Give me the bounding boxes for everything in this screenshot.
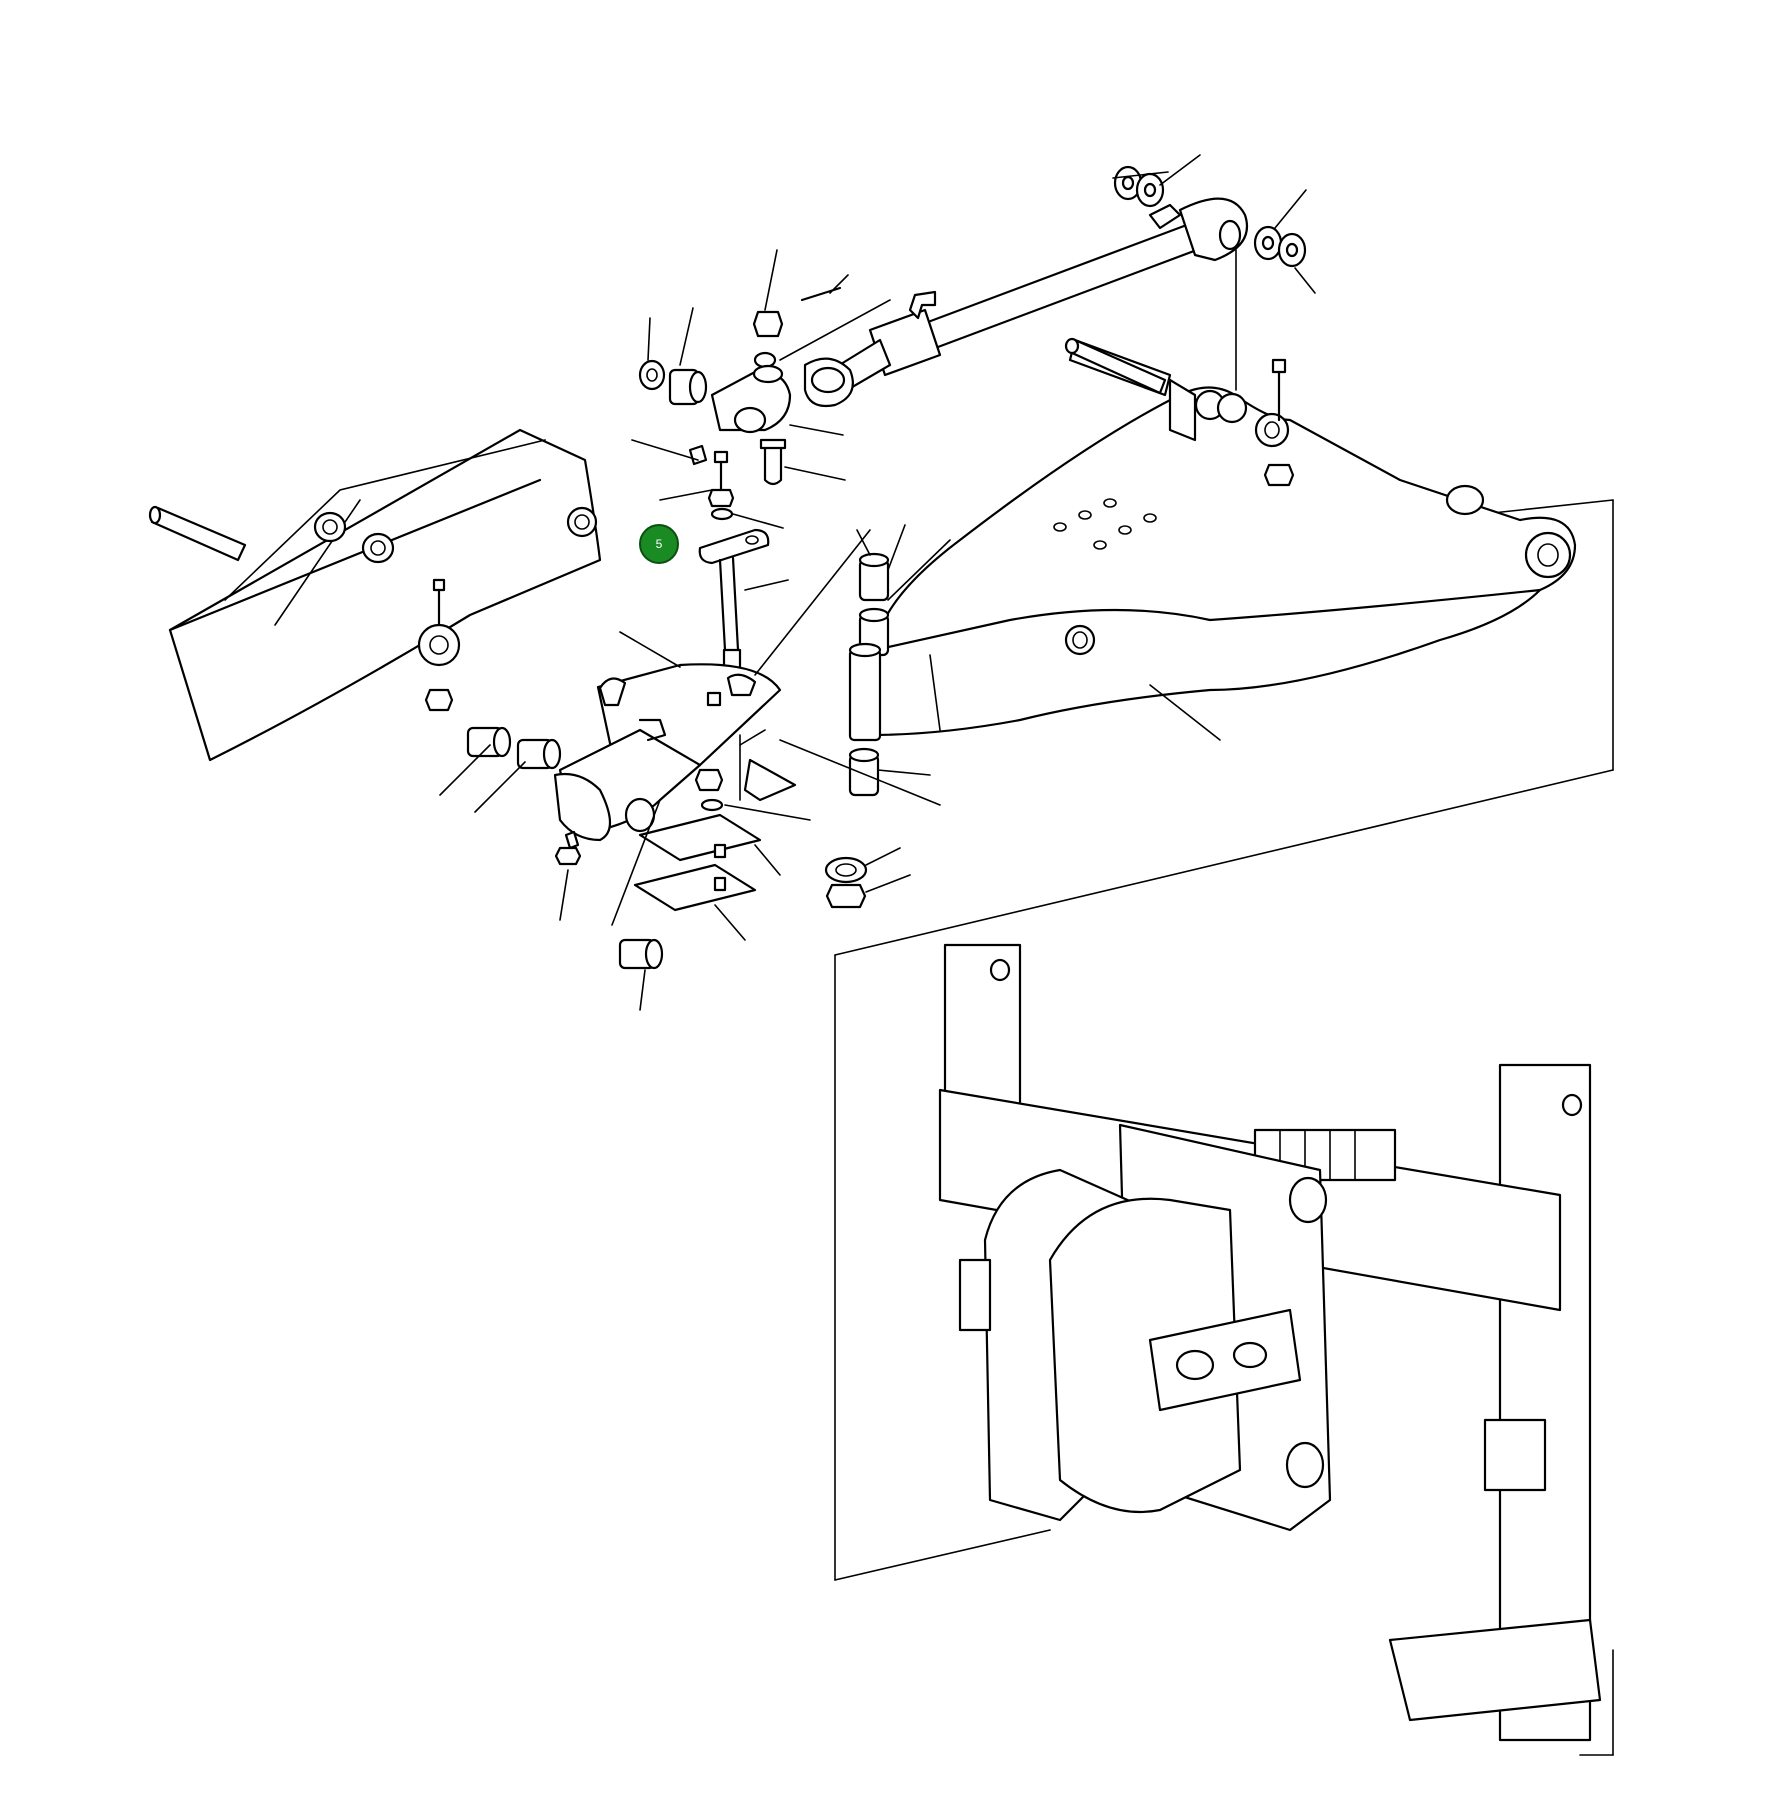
long-pin-plate <box>698 528 770 670</box>
lower-frame-assembly <box>938 943 1602 1742</box>
upper-bracket-parts <box>638 286 842 486</box>
pin-bolt-stack <box>707 450 735 521</box>
left-boss-bolt <box>417 578 461 712</box>
callout-5[interactable]: 5 <box>639 524 679 564</box>
cylinder-washers <box>1113 165 1307 268</box>
main-mounting-bracket <box>553 663 797 842</box>
bolt-nut-right <box>1263 358 1295 487</box>
pivot-bushings <box>848 552 890 797</box>
callout-5-label: 5 <box>655 537 663 551</box>
hydraulic-cylinder <box>803 197 1249 408</box>
bracket-shims-nuts <box>633 768 868 912</box>
pivot-pin-upper <box>1064 337 1167 395</box>
left-boom-beam <box>148 428 602 762</box>
bracket-bushings <box>466 726 664 970</box>
leader-lines <box>439 154 1316 1011</box>
upper-assembly-frame <box>834 249 1614 1756</box>
swing-arm <box>868 338 1577 737</box>
